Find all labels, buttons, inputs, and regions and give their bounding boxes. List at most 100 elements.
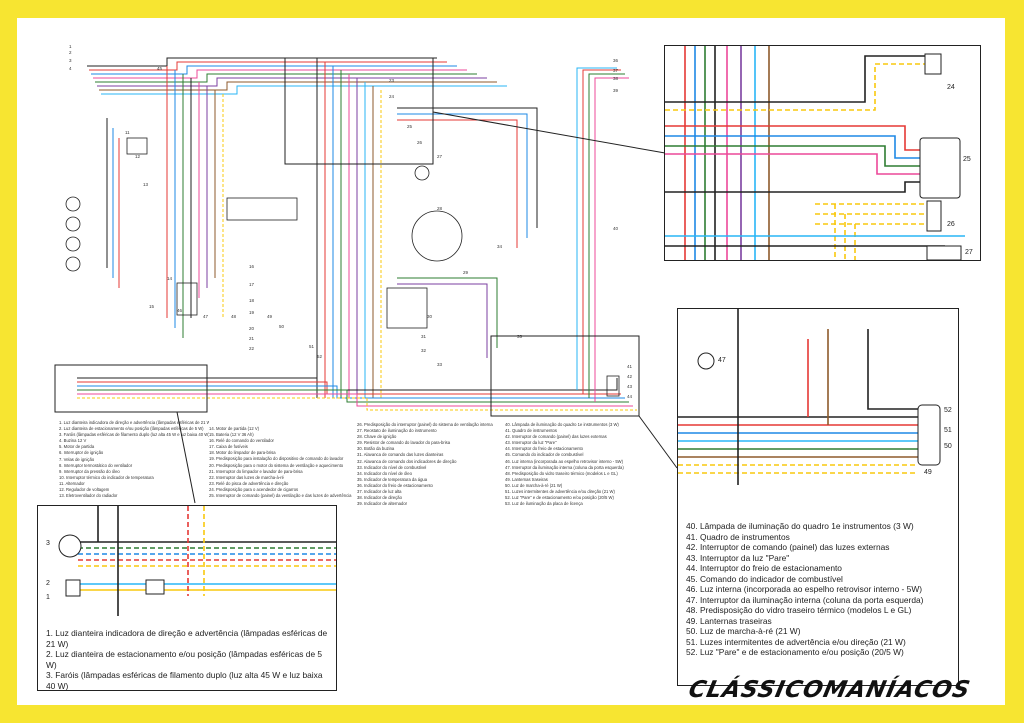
legend-item: 53. Luz de iluminação da placa de licenç… — [505, 501, 583, 507]
headlamp — [65, 256, 81, 272]
label-51: 51 — [944, 427, 952, 434]
legend-item: 14. Motor de partida (12 V) — [209, 426, 260, 431]
legend-item: 35. Indicador de temperatura da água — [357, 476, 428, 482]
legend-item: 12. Regulador de voltagem — [59, 487, 110, 493]
tail-lamp-49 — [917, 404, 941, 466]
component-number: 43 — [627, 384, 633, 389]
component-number: 25 — [407, 124, 413, 129]
wire — [397, 277, 498, 348]
legend-item: 45. Comando do indicador de combustível — [505, 452, 584, 458]
wire — [77, 393, 633, 407]
legend-item: 9. Interruptor da pressão do óleo — [59, 468, 120, 474]
legend-item: 49. Lanternas traseiras — [505, 476, 548, 482]
legend-item: 11. Alternador — [59, 480, 85, 486]
legend-item: 39. Indicador de alternador — [357, 501, 408, 507]
label-3: 3 — [46, 540, 50, 547]
zoom-rear-wiring — [678, 309, 941, 485]
legend-item: 29. Resistor de comando do lavador do pa… — [357, 440, 451, 446]
legend-item: 2. Luz dianteira de estacionamento e/ou … — [46, 649, 323, 670]
component-number: 34 — [497, 244, 503, 249]
component-number: 37 — [613, 68, 619, 73]
wire — [867, 329, 918, 410]
component-number: 23 — [389, 78, 395, 83]
component-labels: 1234111213141516171819202122232425262728… — [69, 44, 633, 399]
connector — [145, 579, 165, 595]
wire — [93, 69, 467, 79]
legend-item: 32. Alavanca de comando dos indicadores … — [357, 458, 457, 464]
component-number: 11 — [125, 130, 130, 135]
lamp-1-2 — [65, 579, 81, 597]
component-number: 31 — [421, 334, 427, 339]
label-1: 1 — [46, 594, 50, 601]
label-52: 52 — [944, 407, 952, 414]
legend-item: 7. Velas de ignição — [59, 456, 95, 462]
label-24: 24 — [947, 84, 955, 91]
legend-item: 1. Luz dianteira indicadora de direção e… — [46, 628, 328, 649]
legend-item: 52. Luz "Pare" e de estacionamento e/ou … — [686, 647, 904, 657]
wire — [97, 77, 487, 87]
legend-item: 23. Relé do pisca de advertência e direç… — [209, 480, 289, 486]
headlamp — [65, 236, 81, 252]
wire — [665, 145, 933, 167]
legend-column-4: 40. Lâmpada de iluminação do quadro 1e i… — [505, 422, 655, 507]
component-number: 36 — [613, 58, 619, 63]
legend-item: 40. Lâmpada de iluminação do quadro 1e i… — [505, 422, 619, 427]
wire — [397, 283, 488, 358]
component-number: 3 — [69, 58, 72, 63]
legend-column-1: 1. Luz dianteira indicadora de direção e… — [59, 420, 209, 499]
rheostat-27 — [926, 245, 962, 260]
wire — [665, 153, 933, 175]
legend-item: 18. Motor do limpador de para-brisa — [209, 450, 276, 456]
component-number: 20 — [249, 326, 255, 331]
legend-column-3: 26. Predisposição do interruptor (painel… — [357, 422, 507, 507]
legend-column-2: 14. Motor de partida (12 V)15. Bateria (… — [209, 426, 359, 499]
zoom-panel-bottom-right: 47 52 51 50 49 40. Lâmpada de iluminação… — [677, 308, 959, 686]
legend-item: 50. Luz de marcha-à-ré (21 W) — [686, 626, 801, 636]
legend-item: 21. Interruptor do limpador e lavador de… — [209, 468, 303, 474]
wire — [101, 85, 507, 95]
label-49: 49 — [924, 469, 932, 476]
legend-item: 4. Buzina 12 V — [59, 438, 87, 444]
wire — [665, 181, 933, 193]
legend-item: 47. Interruptor da iluminação interna (c… — [686, 594, 924, 605]
component-number: 52 — [317, 354, 323, 359]
component-number: 29 — [463, 270, 469, 275]
legend-item: 50. Luz de marcha-à-ré (21 W) — [505, 482, 563, 488]
component-number: 1 — [69, 44, 72, 49]
component-number: 46 — [177, 308, 183, 313]
legend-item: 42. Interruptor de comando (painel) das … — [686, 542, 890, 552]
legend-item: 37. Indicador de luz alta — [357, 489, 402, 495]
legend-item: 15. Bateria (12 V 36 Ah) — [209, 432, 254, 438]
legend-item: 46. Luz interna (incorporada ao espelho … — [686, 584, 923, 594]
component-number: 51 — [309, 344, 315, 349]
wire — [576, 67, 617, 390]
alternator — [126, 137, 148, 155]
brand-logo: CLÁSSICOMANÍACOS — [686, 677, 973, 703]
component-number: 47 — [203, 314, 209, 319]
label-27: 27 — [965, 249, 973, 256]
zoom-panel-top-right: 24 25 26 27 — [664, 45, 981, 261]
steering-wheel — [411, 210, 463, 262]
wire — [91, 65, 457, 75]
wire — [594, 77, 629, 402]
legend-item: 45. Comando do indicador de combustível — [686, 573, 843, 584]
connector-24 — [924, 53, 942, 75]
wire — [582, 69, 621, 394]
component-number: 15 — [149, 304, 155, 309]
wire — [77, 389, 629, 403]
legend-item: 25. Interruptor de comando (painel) da v… — [209, 493, 352, 499]
legend-item: 44. Interruptor do freio de estacionamen… — [686, 563, 842, 573]
relay-block — [386, 287, 428, 329]
component-number: 26 — [417, 140, 423, 145]
legend-item: 41. Quadro de instrumentos — [505, 428, 557, 434]
legend-item: 48. Predisposição do vidro traseiro térm… — [686, 605, 912, 615]
zoom-panel-bottom-left: 3 2 1 1. Luz dianteira indicadora de dir… — [37, 505, 337, 691]
label-50: 50 — [944, 443, 952, 450]
component-number: 50 — [279, 324, 285, 329]
legend-item: 6. Interruptor de ignição — [59, 450, 104, 456]
legend-item: 3. Faróis (lâmpadas esféricas de filamen… — [46, 670, 323, 691]
label-26: 26 — [947, 221, 955, 228]
legend-item: 49. Lanternas traseiras — [686, 615, 772, 626]
legend-item: 1. Luz dianteira indicadora de direção e… — [59, 420, 209, 425]
